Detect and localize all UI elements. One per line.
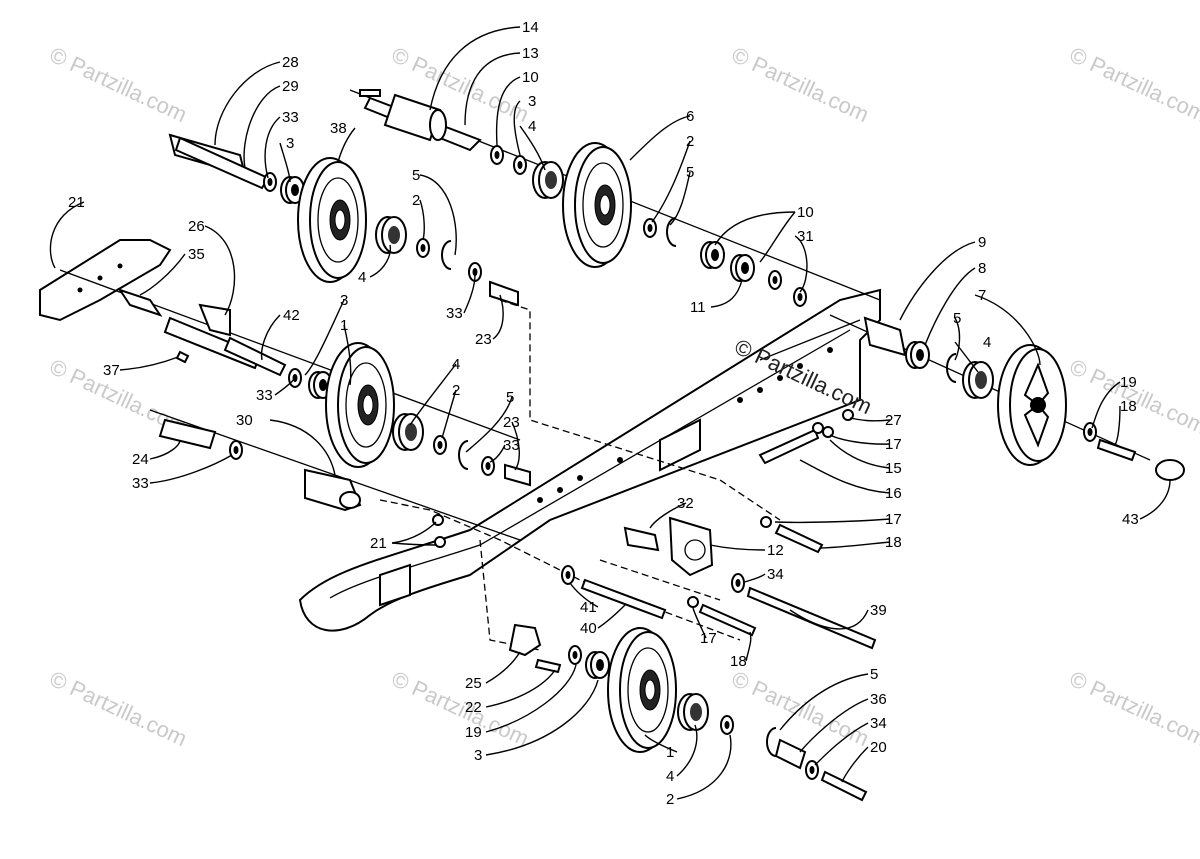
callout-1: 1 xyxy=(666,744,674,761)
upper-idler-shaft-assembly xyxy=(359,89,807,307)
callout-4: 4 xyxy=(983,334,991,351)
callout-18: 18 xyxy=(1120,398,1137,415)
callout-leaders xyxy=(49,26,1171,800)
callout-38: 38 xyxy=(330,120,347,137)
watermark: © Partzilla.com xyxy=(46,666,191,751)
callout-40: 40 xyxy=(580,620,597,637)
callout-14: 14 xyxy=(522,19,539,36)
callout-34: 34 xyxy=(870,715,887,732)
callout-33: 33 xyxy=(256,387,273,404)
callout-37: 37 xyxy=(103,362,120,379)
callout-36: 36 xyxy=(870,691,887,708)
callout-1: 1 xyxy=(340,317,348,334)
watermark: © Partzilla.com xyxy=(46,42,191,127)
lower-left-assembly xyxy=(158,418,446,548)
callout-4: 4 xyxy=(452,356,460,373)
callout-5: 5 xyxy=(953,310,961,327)
callout-42: 42 xyxy=(283,307,300,324)
callout-5: 5 xyxy=(870,666,878,683)
callout-32: 32 xyxy=(677,495,694,512)
callout-5: 5 xyxy=(686,164,694,181)
callout-41: 41 xyxy=(580,599,597,616)
callout-43: 43 xyxy=(1122,511,1139,528)
callout-26: 26 xyxy=(188,218,205,235)
callout-23: 23 xyxy=(503,414,520,431)
rear-wheel-assembly xyxy=(863,316,1185,481)
callout-labels: 14 13 10 3 4 6 2 5 10 31 11 28 29 33 3 3… xyxy=(68,19,1139,808)
callout-23: 23 xyxy=(475,331,492,348)
callout-27: 27 xyxy=(885,412,902,429)
callout-28: 28 xyxy=(282,54,299,71)
callout-4: 4 xyxy=(358,269,366,286)
callout-21: 21 xyxy=(370,535,387,552)
callout-2: 2 xyxy=(686,133,694,150)
callout-15: 15 xyxy=(885,460,902,477)
callout-33: 33 xyxy=(132,475,149,492)
callout-18: 18 xyxy=(885,534,902,551)
callout-3: 3 xyxy=(528,93,536,110)
lower-wheel-assembly xyxy=(508,623,868,802)
watermark: © Partzilla.com xyxy=(1066,42,1200,127)
callout-10: 10 xyxy=(522,69,539,86)
callout-3: 3 xyxy=(340,292,348,309)
callout-5: 5 xyxy=(506,389,514,406)
callout-17: 17 xyxy=(700,630,717,647)
callout-2: 2 xyxy=(666,791,674,808)
callout-3: 3 xyxy=(474,747,482,764)
callout-9: 9 xyxy=(978,234,986,251)
callout-19: 19 xyxy=(465,724,482,741)
callout-11: 11 xyxy=(690,299,706,316)
upper-left-wheel-assembly xyxy=(168,133,519,307)
callout-31: 31 xyxy=(797,228,814,245)
suspension-frame-rail xyxy=(39,239,881,632)
callout-12: 12 xyxy=(767,542,784,559)
watermark: © Partzilla.com xyxy=(1066,666,1200,751)
callout-29: 29 xyxy=(282,78,299,95)
callout-13: 13 xyxy=(522,45,539,62)
callout-19: 19 xyxy=(1120,374,1137,391)
watermark: © Partzilla.com xyxy=(388,666,533,751)
callout-30: 30 xyxy=(236,412,253,429)
callout-33: 33 xyxy=(503,437,520,454)
callout-3: 3 xyxy=(286,135,294,152)
callout-6: 6 xyxy=(686,108,694,125)
callout-17: 17 xyxy=(885,511,902,528)
callout-20: 20 xyxy=(870,739,887,756)
callout-22: 22 xyxy=(465,699,482,716)
callout-34: 34 xyxy=(767,566,784,583)
callout-8: 8 xyxy=(978,260,986,277)
callout-2: 2 xyxy=(412,192,420,209)
callout-39: 39 xyxy=(870,602,887,619)
callout-2: 2 xyxy=(452,382,460,399)
callout-18: 18 xyxy=(730,653,747,670)
callout-7: 7 xyxy=(978,287,986,304)
callout-10: 10 xyxy=(797,204,814,221)
callout-5: 5 xyxy=(412,167,420,184)
center-bolts-and-bracket xyxy=(561,409,877,650)
callout-33: 33 xyxy=(282,109,299,126)
callout-33: 33 xyxy=(446,305,463,322)
callout-16: 16 xyxy=(885,485,902,502)
callout-4: 4 xyxy=(528,118,536,135)
callout-21: 21 xyxy=(68,194,85,211)
callout-24: 24 xyxy=(132,451,149,468)
watermark: © Partzilla.com xyxy=(728,42,873,127)
middle-wheel-assembly xyxy=(117,288,531,487)
callout-25: 25 xyxy=(465,675,482,692)
callout-4: 4 xyxy=(666,768,674,785)
callout-35: 35 xyxy=(188,246,205,263)
callout-17: 17 xyxy=(885,436,902,453)
